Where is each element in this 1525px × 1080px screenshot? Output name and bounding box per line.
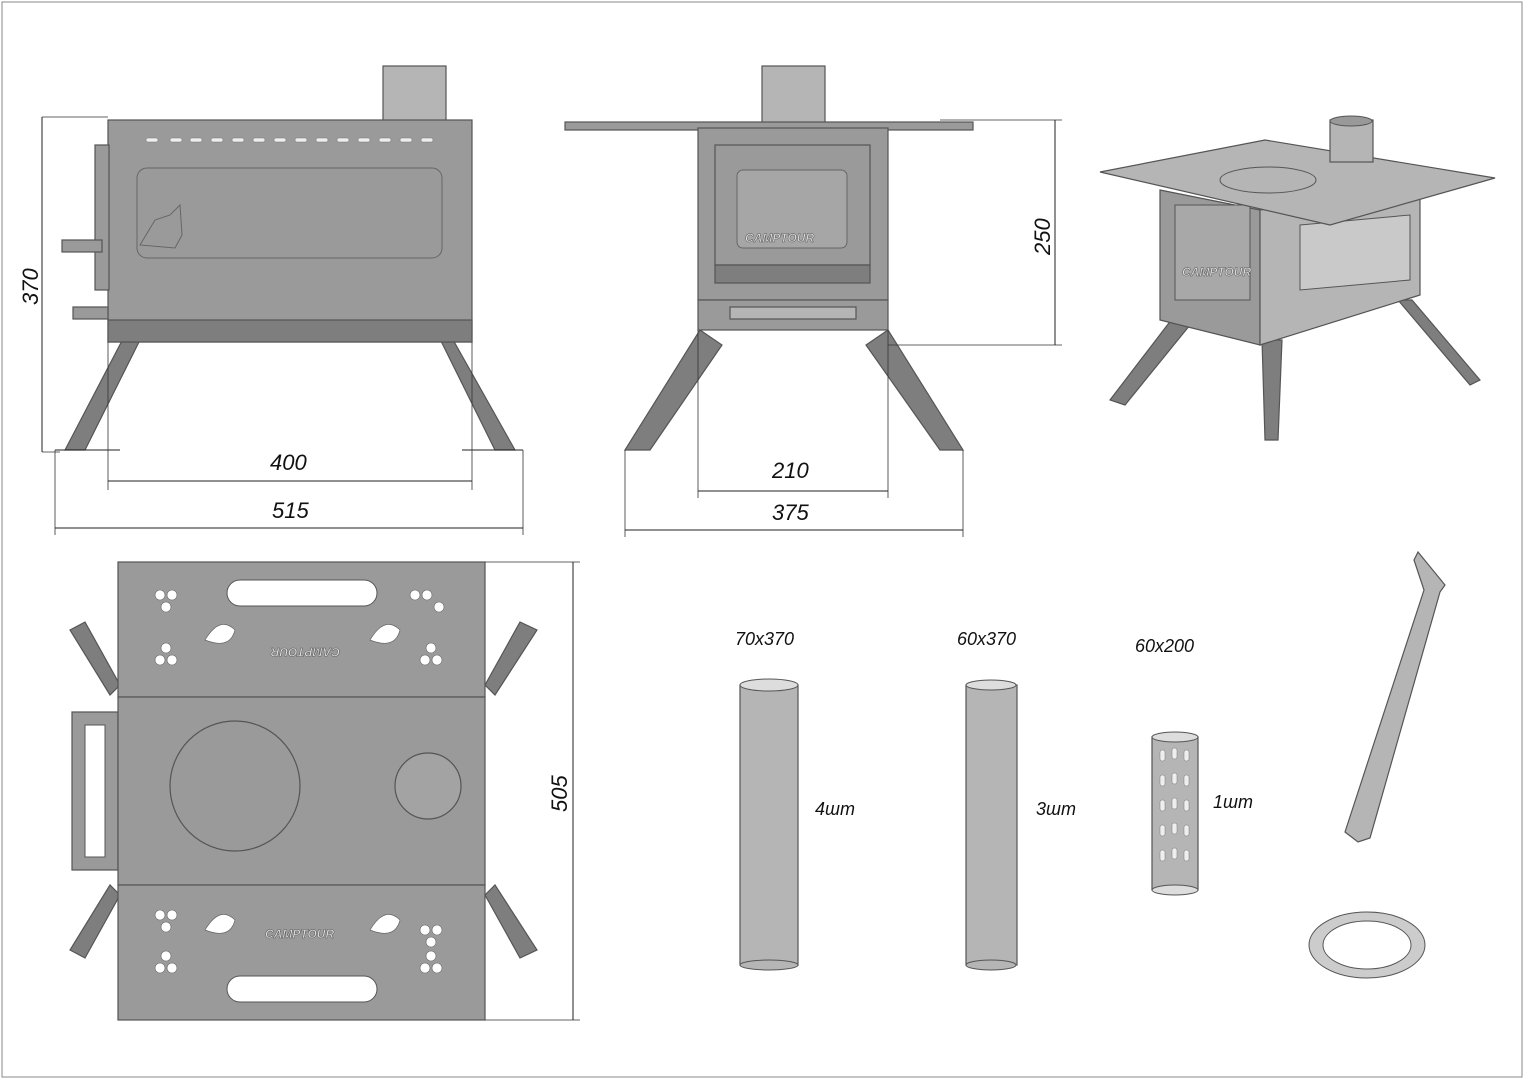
handle-slot-lower bbox=[226, 975, 378, 1003]
chimney-hole bbox=[394, 752, 462, 820]
vent-slots bbox=[145, 137, 434, 143]
pipe-qty-label: 4шт bbox=[815, 799, 855, 819]
iso-chimney bbox=[1329, 119, 1374, 163]
handle-slot-upper bbox=[226, 579, 378, 607]
spare-leg-bracket bbox=[1344, 550, 1446, 843]
dim-505: 505 bbox=[547, 775, 572, 812]
front-leg-left bbox=[623, 329, 723, 451]
cooktop-plate bbox=[169, 720, 301, 852]
oak-leaf-icon bbox=[204, 624, 401, 934]
front-chimney bbox=[761, 65, 826, 127]
pipe-size-label: 60x370 bbox=[957, 629, 1016, 649]
iso-leg-3 bbox=[1396, 299, 1481, 386]
dim-370: 370 bbox=[18, 268, 43, 305]
dim-515: 515 bbox=[272, 498, 309, 523]
pipe-size-label: 70x370 bbox=[735, 629, 794, 649]
hexagon-pattern bbox=[154, 589, 445, 974]
side-handle bbox=[61, 239, 103, 253]
top-logo-upper: CAMPTOUR bbox=[271, 645, 340, 659]
pipe-60x370: 60x370 3шт bbox=[957, 629, 1076, 971]
front-leg-right bbox=[865, 329, 965, 451]
pipe-70x370: 70x370 4шт bbox=[735, 629, 855, 971]
chimney-flange-ring bbox=[1308, 911, 1426, 979]
iso-leg-2 bbox=[1261, 339, 1283, 441]
top-leg-4 bbox=[484, 884, 538, 959]
dim-375: 375 bbox=[772, 500, 809, 525]
top-view: CAMPTOUR CAMPTOUR 505 bbox=[69, 561, 580, 1021]
top-leg-3 bbox=[69, 884, 121, 959]
top-leg-1 bbox=[69, 621, 121, 696]
side-chimney bbox=[382, 65, 447, 123]
iso-table-top bbox=[1099, 139, 1496, 226]
iso-leg-1 bbox=[1109, 314, 1191, 406]
spark-arrestor-60x200: 60x200 1шт bbox=[1135, 636, 1253, 896]
front-door-logo: CAMPTOUR bbox=[745, 231, 814, 245]
isometric-view: CAMPTOUR bbox=[1099, 115, 1496, 441]
side-view: 370 400 515 bbox=[18, 65, 524, 535]
pipe-size-label: 60x200 bbox=[1135, 636, 1194, 656]
dim-210: 210 bbox=[771, 458, 809, 483]
iso-door-logo: CAMPTOUR bbox=[1182, 265, 1251, 279]
pipe-qty-label: 1шт bbox=[1213, 792, 1253, 812]
pipe-qty-label: 3шт bbox=[1036, 799, 1076, 819]
top-logo-lower: CAMPTOUR bbox=[265, 927, 334, 941]
front-view: CAMPTOUR 250 210 375 bbox=[564, 65, 1062, 537]
dim-250: 250 bbox=[1030, 218, 1055, 256]
dim-400: 400 bbox=[270, 450, 307, 475]
side-leg-left bbox=[64, 334, 141, 451]
side-leg-right bbox=[436, 334, 517, 451]
side-body bbox=[107, 119, 473, 343]
wolf-icon bbox=[139, 203, 183, 249]
top-leg-2 bbox=[484, 621, 538, 696]
